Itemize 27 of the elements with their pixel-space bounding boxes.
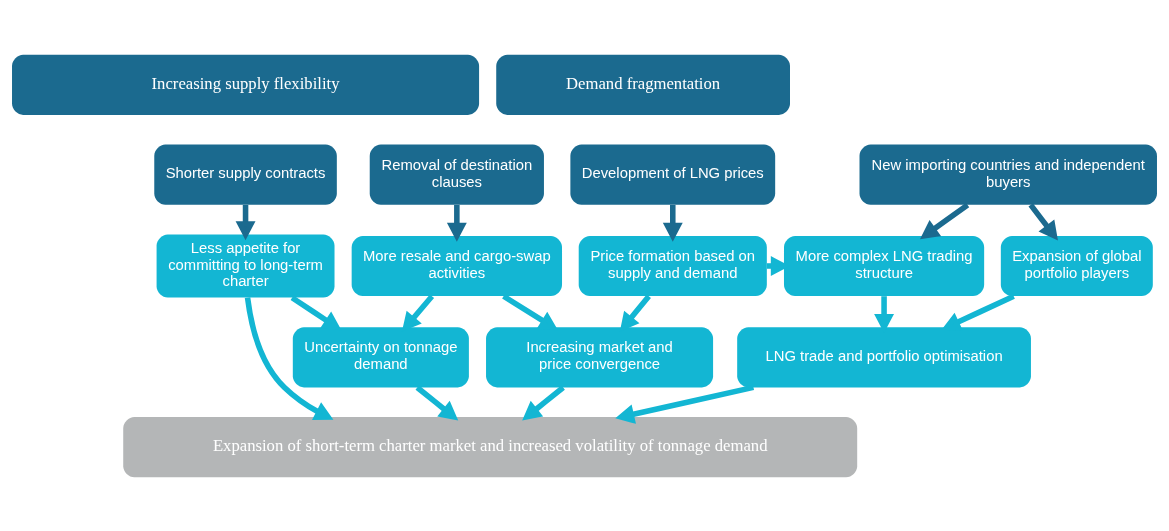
- node-box: LNG trade and portfolio optimisation: [737, 326, 1031, 387]
- arrow: [446, 204, 467, 242]
- arrow: [244, 296, 334, 420]
- node-box: Shorter supply contracts: [154, 144, 337, 205]
- arrow: [662, 204, 683, 242]
- arrow: [1028, 202, 1058, 240]
- node-box: Expansion of global portfolio players: [1000, 235, 1153, 296]
- node-box: More resale and cargo-swap activities: [351, 235, 563, 296]
- node-box: Removal of destination clauses: [369, 144, 544, 205]
- arrow: [290, 294, 342, 330]
- node-box: Less appetite for committing to long-term charter: [156, 234, 335, 297]
- node-box: Expansion of short-term charter market and increased volatility of tonnage demand: [123, 416, 858, 477]
- arrow: [235, 204, 256, 240]
- arrow: [615, 384, 755, 424]
- node-box: Increasing supply flexibility: [12, 54, 480, 115]
- node-box: More complex LNG trading structure: [784, 235, 985, 296]
- arrow: [415, 384, 459, 420]
- node-box: New importing countries and independent buyers: [859, 144, 1157, 205]
- node-box: Price formation based on supply and demand: [578, 235, 767, 296]
- arrow: [522, 384, 565, 420]
- node-box: Demand fragmentation: [496, 54, 790, 115]
- node-box: Increasing market and price convergence: [486, 326, 714, 387]
- arrow: [502, 293, 559, 330]
- arrow: [941, 293, 1015, 331]
- node-box: Development of LNG prices: [570, 144, 776, 205]
- node-box: Uncertainty on tonnage demand: [292, 326, 469, 387]
- arrow: [919, 202, 970, 239]
